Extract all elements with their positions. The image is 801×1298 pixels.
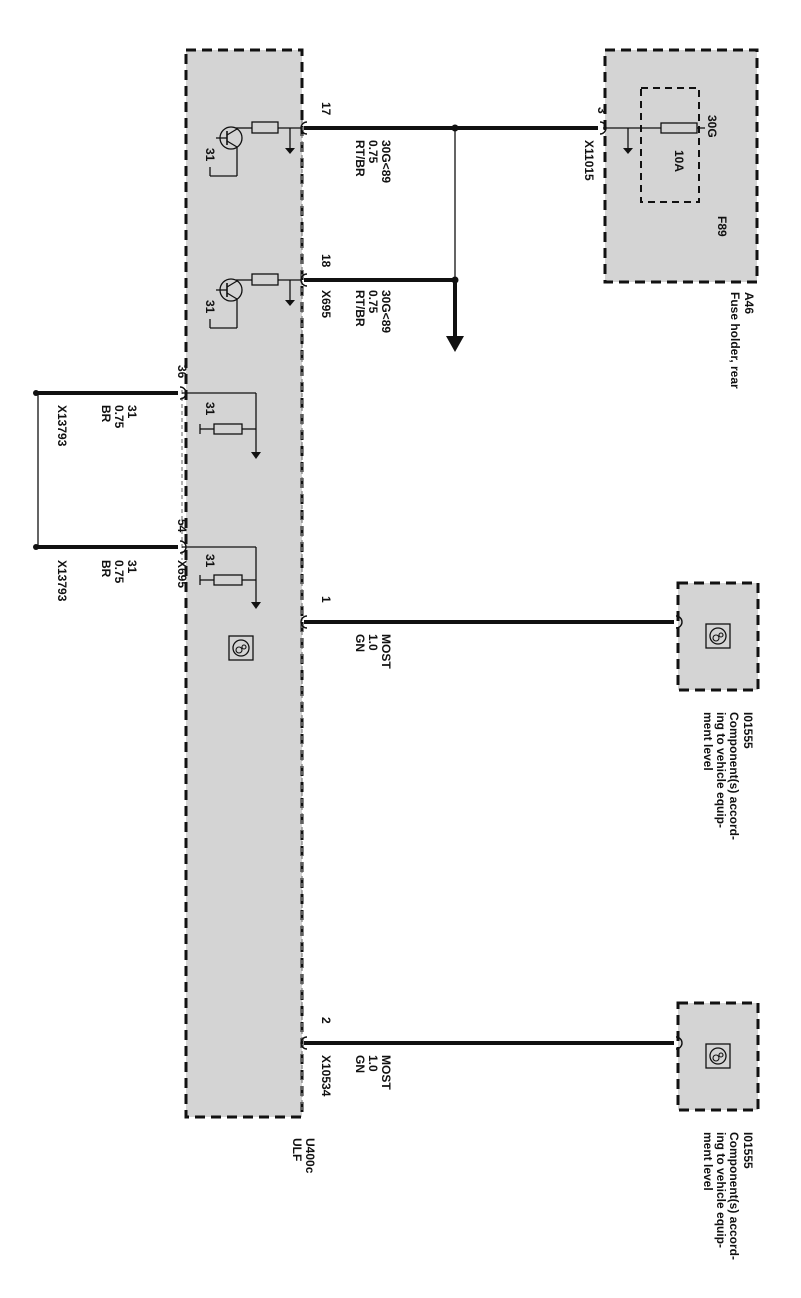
- output-stage-17: 31: [203, 121, 302, 177]
- wire-size: 1.0: [366, 634, 380, 651]
- wire-color: GN: [353, 634, 367, 652]
- fuse-rating: 10A: [672, 150, 686, 172]
- ground-stage-54: 31: [182, 546, 261, 609]
- wire-pin: 17: [319, 102, 333, 116]
- ground-wire-54[interactable]: 54 31 0.75 BR X13793 X695: [33, 519, 189, 602]
- fuse-holder-id: A46: [742, 292, 756, 314]
- ground-stage-36: 31: [182, 392, 261, 459]
- ground-signal: 31: [125, 405, 139, 419]
- ground-connector: X13793: [55, 405, 69, 447]
- component-id: I01555: [741, 1132, 755, 1169]
- component-most-icon: [705, 1043, 731, 1069]
- fuse-inner-box: [640, 87, 700, 203]
- fuse-holder-name: Fuse holder, rear: [728, 292, 742, 389]
- component-box-2: I01555 Component(s) accord- ing to vehic…: [676, 1001, 760, 1260]
- ground-pin: 36: [175, 365, 189, 379]
- wire-color: RT/BR: [353, 140, 367, 177]
- fuse-pin: 3: [595, 107, 609, 114]
- component-desc: ment level: [701, 712, 715, 771]
- wire-signal: 30G<89: [379, 290, 393, 333]
- svg-text:31: 31: [203, 402, 217, 416]
- component-desc: ing to vehicle equip-: [714, 712, 728, 828]
- ground-pin: 54: [175, 519, 189, 533]
- svg-text:31: 31: [203, 554, 217, 568]
- ulf-name: ULF: [290, 1138, 304, 1161]
- svg-text:31: 31: [203, 148, 217, 162]
- component-desc: ing to vehicle equip-: [714, 1132, 728, 1248]
- fuse-connector: X11015: [582, 140, 596, 181]
- ground-color: BR: [99, 560, 113, 578]
- ulf-module-box: [184, 48, 304, 1119]
- wire-17[interactable]: 17 30G<89 0.75 RT/BR: [304, 102, 598, 183]
- ulf-most-icon: [228, 635, 254, 661]
- contact-marks: [179, 121, 683, 1050]
- wire-18[interactable]: 18 30G<89 0.75 RT/BR X695: [304, 254, 455, 333]
- splice-dot: [451, 124, 459, 132]
- wire-connector: X10534: [319, 1055, 333, 1097]
- wire-pin: 18: [319, 254, 333, 268]
- wire-signal: 30G<89: [379, 140, 393, 183]
- ground-size: 0.75: [112, 560, 126, 584]
- fuse-terminal: 30G: [705, 115, 719, 138]
- wire-signal: MOST: [379, 634, 393, 669]
- wire-1[interactable]: 1 MOST 1.0 GN: [304, 596, 674, 669]
- wire-color: RT/BR: [353, 290, 367, 327]
- wire-size: 0.75: [366, 290, 380, 314]
- ground-size: 0.75: [112, 405, 126, 429]
- component-id: I01555: [741, 712, 755, 749]
- output-stage-18: 31: [203, 273, 302, 329]
- ground-wire-36[interactable]: 36 31 0.75 BR X13793: [33, 365, 189, 447]
- wire-size: 1.0: [366, 1055, 380, 1072]
- component-desc: Component(s) accord-: [727, 1132, 741, 1260]
- wire-2[interactable]: 2 MOST 1.0 GN X10534: [304, 1017, 674, 1097]
- wire-connector: X695: [319, 290, 333, 318]
- wire-color: GN: [353, 1055, 367, 1073]
- fuse-id: F89: [715, 216, 729, 237]
- wire-signal: MOST: [379, 1055, 393, 1090]
- svg-text:31: 31: [203, 300, 217, 314]
- ground-module-connector: X695: [175, 560, 189, 588]
- wire-pin: 2: [319, 1017, 333, 1024]
- fuse-ground-arrow: [623, 148, 633, 154]
- ground-color: BR: [99, 405, 113, 423]
- component-box-1: I01555 Component(s) accord- ing to vehic…: [676, 581, 760, 840]
- component-most-icon: [705, 623, 731, 649]
- ground-signal: 31: [125, 560, 139, 574]
- component-desc: Component(s) accord-: [727, 712, 741, 840]
- continue-arrow: [446, 336, 464, 352]
- ground-connector: X13793: [55, 560, 69, 602]
- wire-size: 0.75: [366, 140, 380, 164]
- ulf-id: U400c: [303, 1138, 317, 1174]
- component-desc: ment level: [701, 1132, 715, 1191]
- wire-pin: 1: [319, 596, 333, 603]
